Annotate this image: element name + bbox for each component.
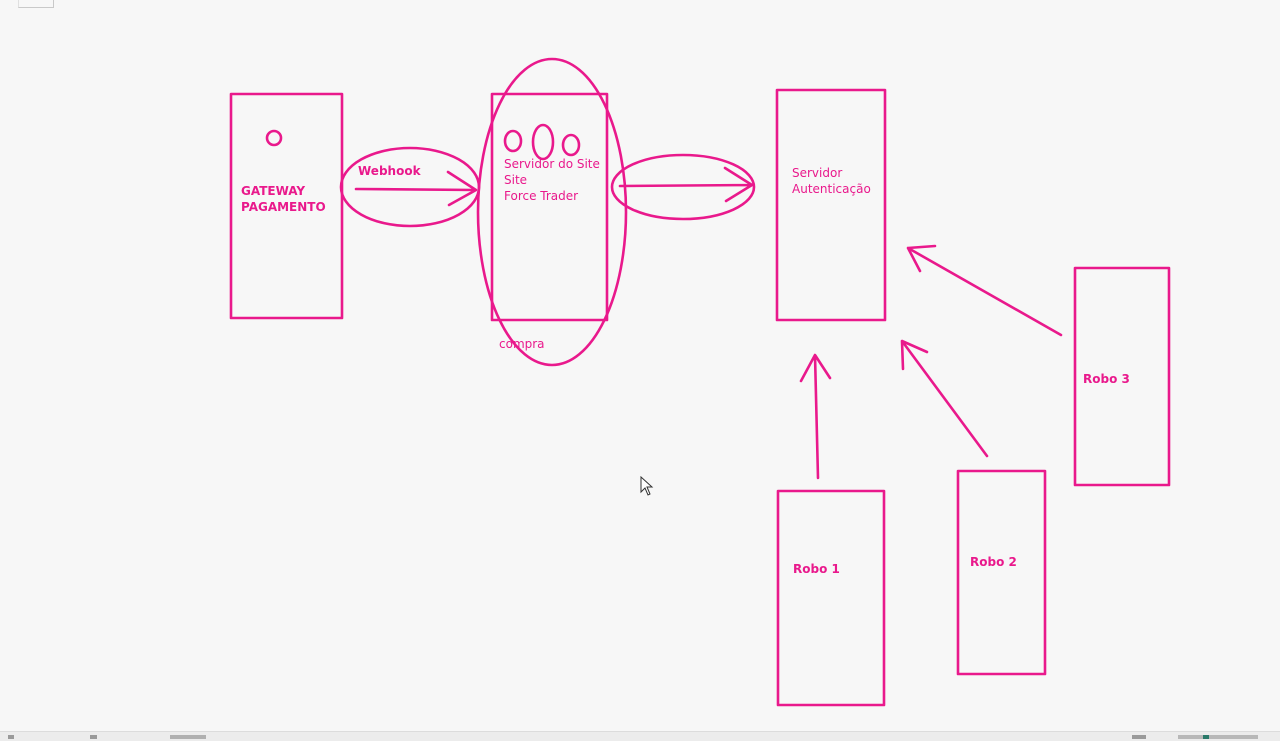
auth-server-box[interactable] <box>775 88 887 322</box>
site-server-box[interactable] <box>490 92 609 322</box>
zoom-slider[interactable] <box>1178 735 1258 739</box>
arrow-cursor-icon <box>640 476 654 496</box>
gateway-box[interactable] <box>229 92 344 320</box>
site-server-circle-1 <box>503 129 523 153</box>
gateway-label-line1: GATEWAY <box>241 184 306 198</box>
site-server-label-line2: Site <box>504 173 528 187</box>
status-left-icon[interactable] <box>8 735 14 739</box>
auth-link-ellipse <box>610 153 756 221</box>
robo2-arrow <box>900 339 989 458</box>
auth-server-label-line2: Autenticação <box>792 182 871 196</box>
auth-server-label: Servidor Autenticação <box>792 165 871 197</box>
robo1-box[interactable] <box>776 489 886 707</box>
robo3-label: Robo 3 <box>1083 372 1130 386</box>
robo2-box[interactable] <box>956 469 1047 676</box>
webhook-arrow <box>354 170 478 207</box>
purchase-label: compra <box>499 337 545 351</box>
auth-server-label-line1: Servidor <box>792 166 843 180</box>
site-server-label: Servidor do Site Site Force Trader <box>504 156 600 204</box>
robo1-label: Robo 1 <box>793 562 840 576</box>
robo2-label: Robo 2 <box>970 555 1017 569</box>
robo1-arrow <box>799 353 832 480</box>
gateway-small-circle <box>265 129 283 147</box>
robo3-arrow <box>906 244 1063 337</box>
auth-link-arrow <box>618 166 754 203</box>
status-page-icon[interactable] <box>90 735 97 739</box>
site-server-circle-3 <box>561 133 581 157</box>
gateway-label: GATEWAY PAGAMENTO <box>241 183 326 215</box>
site-server-label-line1: Servidor do Site <box>504 157 600 171</box>
webhook-ellipse <box>339 146 481 228</box>
bottom-status-bar <box>0 731 1280 741</box>
zoom-slider-thumb[interactable] <box>1203 735 1209 739</box>
webhook-label: Webhook <box>358 164 421 178</box>
mini-toolbar[interactable] <box>18 0 54 8</box>
robo3-box[interactable] <box>1073 266 1171 487</box>
gateway-label-line2: PAGAMENTO <box>241 200 326 214</box>
site-server-circle-2 <box>531 123 555 161</box>
status-zoom-icon[interactable] <box>1132 735 1146 739</box>
site-server-ellipse <box>476 57 628 367</box>
site-server-label-line3: Force Trader <box>504 189 579 203</box>
status-tools-icon[interactable] <box>170 735 206 739</box>
